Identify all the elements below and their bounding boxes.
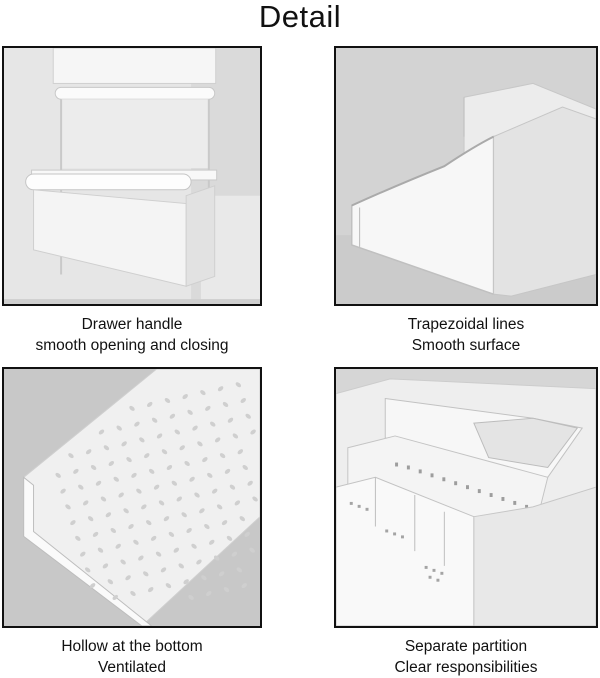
drawer-handle-photo xyxy=(2,46,262,306)
caption-line: Smooth surface xyxy=(411,337,521,354)
caption-line: smooth opening and closing xyxy=(35,337,229,354)
partition-organizer-photo xyxy=(334,367,598,628)
caption-hollow-bottom: Hollow at the bottom Ventilated xyxy=(0,636,264,678)
caption-line: Drawer handle xyxy=(81,316,183,333)
caption-line: Trapezoidal lines xyxy=(407,316,525,333)
trapezoidal-box-photo xyxy=(334,46,598,306)
caption-separate-partition: Separate partition Clear responsibilitie… xyxy=(334,636,598,678)
caption-line: Ventilated xyxy=(97,659,167,676)
caption-line: Separate partition xyxy=(404,638,528,655)
caption-line: Clear responsibilities xyxy=(394,659,538,676)
page-title: Detail xyxy=(258,0,342,34)
caption-line: Hollow at the bottom xyxy=(61,638,203,655)
ventilated-bottom-photo xyxy=(2,367,262,628)
caption-trapezoidal-lines: Trapezoidal lines Smooth surface xyxy=(334,314,598,356)
caption-drawer-handle: Drawer handle smooth opening and closing xyxy=(0,314,264,356)
